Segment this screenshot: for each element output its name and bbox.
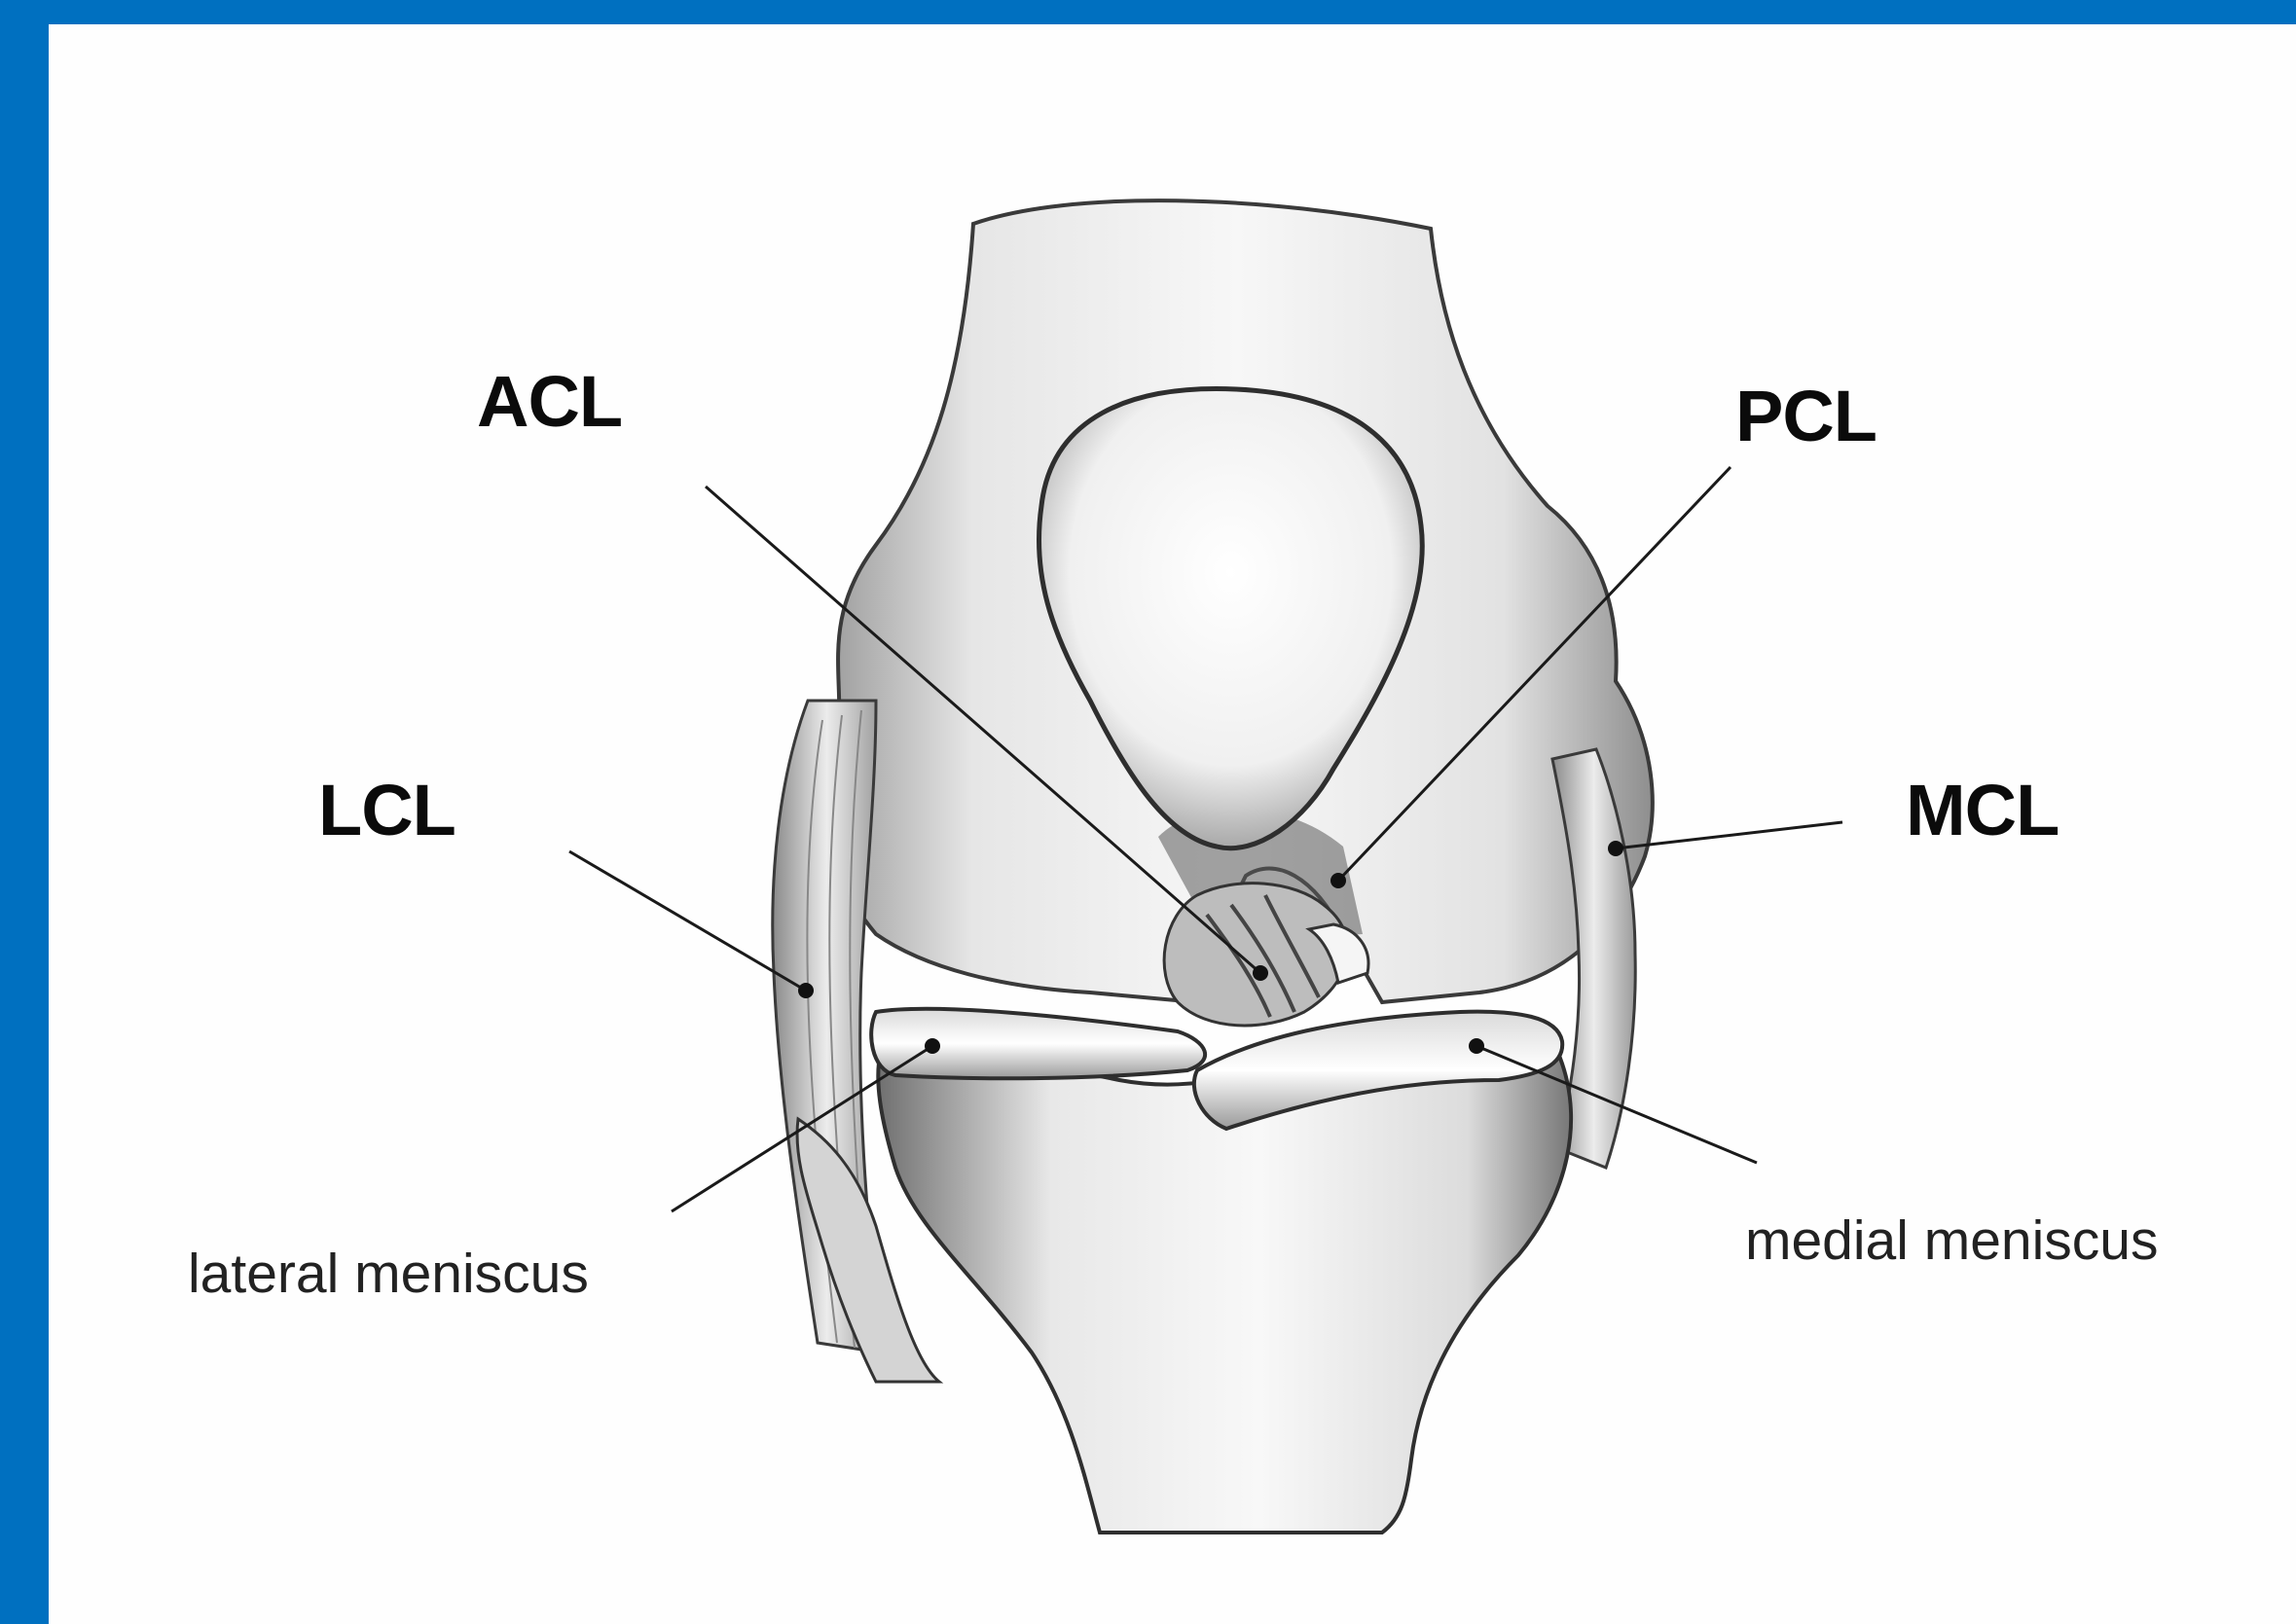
mcl-dot [1608, 841, 1623, 856]
pcl-dot [1330, 873, 1346, 888]
lcl-dot [798, 983, 814, 998]
medial-meniscus-dot [1469, 1038, 1484, 1054]
acl-dot [1253, 965, 1268, 981]
lateral-meniscus-dot [925, 1038, 940, 1054]
label-acl: ACL [477, 360, 622, 443]
label-lcl: LCL [318, 769, 456, 851]
label-medial-meniscus: medial meniscus [1745, 1209, 2159, 1273]
label-pcl: PCL [1735, 375, 1877, 457]
label-lateral-meniscus: lateral meniscus [188, 1242, 589, 1306]
label-mcl: MCL [1906, 769, 2059, 851]
